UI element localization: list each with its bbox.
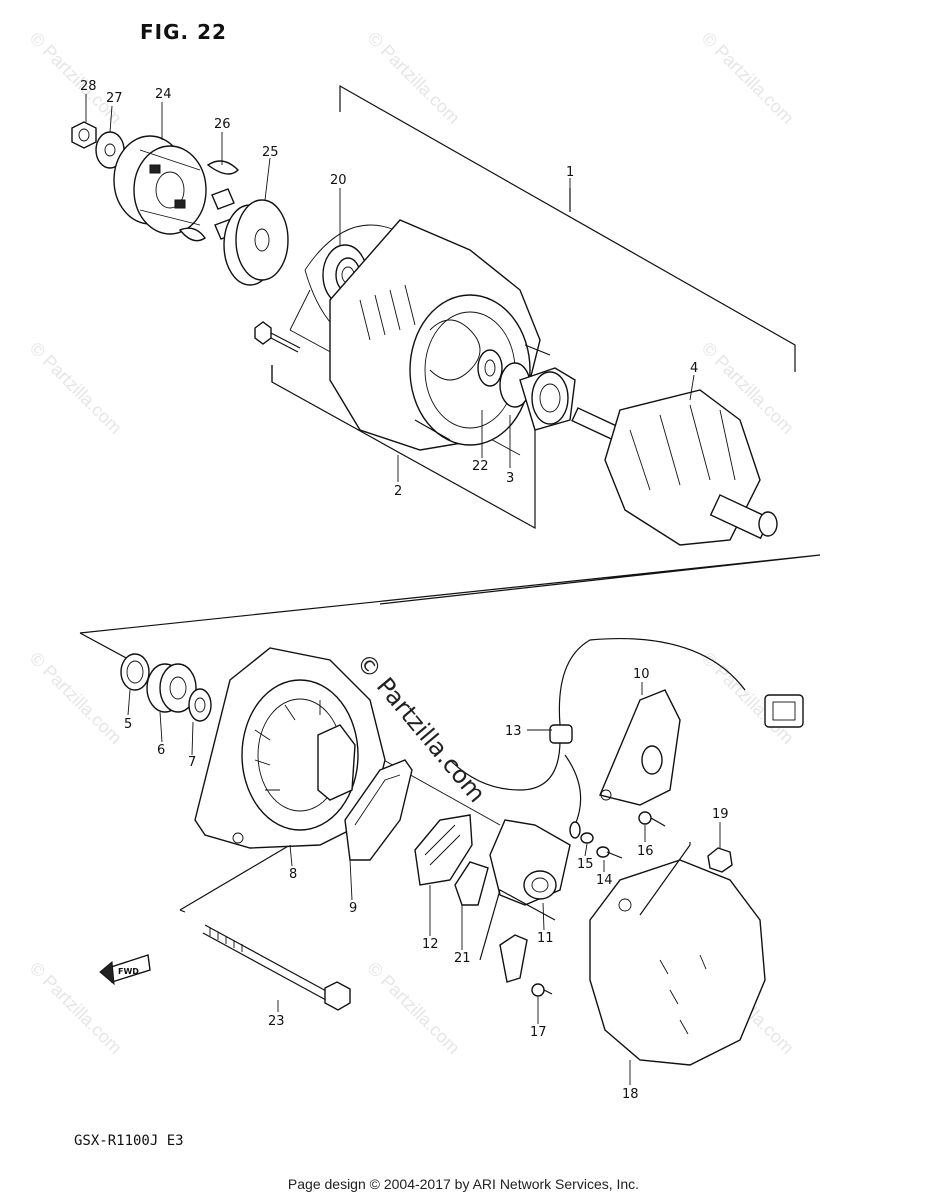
callout-8: 8	[289, 867, 297, 882]
part-17-bracket-screw	[479, 889, 556, 997]
fwd-label: FWD	[118, 967, 139, 976]
assembly-bracket-top	[79, 84, 821, 634]
part-21-insulator	[454, 861, 489, 906]
part-6-bearing	[146, 663, 197, 713]
part-3-retainer	[499, 362, 576, 431]
callout-10: 10	[633, 667, 650, 682]
part-11-regulator	[489, 819, 571, 906]
part-7-spacer	[188, 688, 212, 722]
part-15-washer	[580, 832, 594, 844]
callout-11: 11	[537, 931, 554, 946]
part-24-coupling	[113, 135, 207, 235]
callout-15: 15	[577, 857, 594, 872]
part-5-o-ring	[120, 653, 150, 691]
part-23-through-bolt	[202, 924, 351, 1011]
callout-6: 6	[157, 743, 165, 758]
callout-20: 20	[330, 173, 347, 188]
callout-labels: 28 27 24 26 25 20 1 4 2 22 3 5 6 7 8 9 1…	[80, 79, 729, 1102]
callout-17: 17	[530, 1025, 547, 1040]
callout-5: 5	[124, 717, 132, 732]
part-9-plate	[344, 759, 413, 861]
part-25-disc	[223, 199, 289, 286]
callout-24: 24	[155, 87, 172, 102]
part-4-rotor	[571, 389, 778, 546]
part-2-front-housing	[329, 219, 551, 451]
callout-13: 13	[505, 724, 522, 739]
callout-7: 7	[188, 755, 196, 770]
callout-4: 4	[690, 361, 698, 376]
callout-26: 26	[214, 117, 231, 132]
model-code: GSX-R1100J E3	[74, 1133, 184, 1149]
callout-2: 2	[394, 484, 402, 499]
callout-25: 25	[262, 145, 279, 160]
callout-23: 23	[268, 1014, 285, 1029]
callout-1: 1	[566, 165, 574, 180]
leader-lines	[85, 94, 721, 1085]
page-footer: Page design © 2004-2017 by ARI Network S…	[287, 1176, 640, 1192]
callout-28: 28	[80, 79, 97, 94]
part-28-nut	[71, 121, 97, 149]
callout-19: 19	[712, 807, 729, 822]
callout-18: 18	[622, 1087, 639, 1102]
callout-16: 16	[637, 844, 654, 859]
part-18-rear-cover	[589, 842, 766, 1066]
callout-27: 27	[106, 91, 123, 106]
part-8-rear-housing	[194, 647, 386, 849]
figure-title: FIG. 22	[140, 20, 227, 44]
callout-9: 9	[349, 901, 357, 916]
part-14-screw	[596, 846, 623, 859]
callout-22: 22	[472, 459, 489, 474]
part-16-screw	[638, 811, 666, 827]
callout-14: 14	[596, 873, 613, 888]
callout-3: 3	[506, 471, 514, 486]
forward-arrow-icon: FWD	[99, 954, 151, 986]
part-13-wire-harness	[449, 637, 804, 839]
part-19-cap-nut	[707, 847, 733, 873]
callout-12: 12	[422, 937, 439, 952]
part-12-brush-holder	[414, 814, 473, 886]
part-bolt-front	[254, 321, 301, 353]
part-22-spacer	[477, 349, 503, 387]
callout-21: 21	[454, 951, 471, 966]
part-10-terminal	[599, 689, 681, 806]
